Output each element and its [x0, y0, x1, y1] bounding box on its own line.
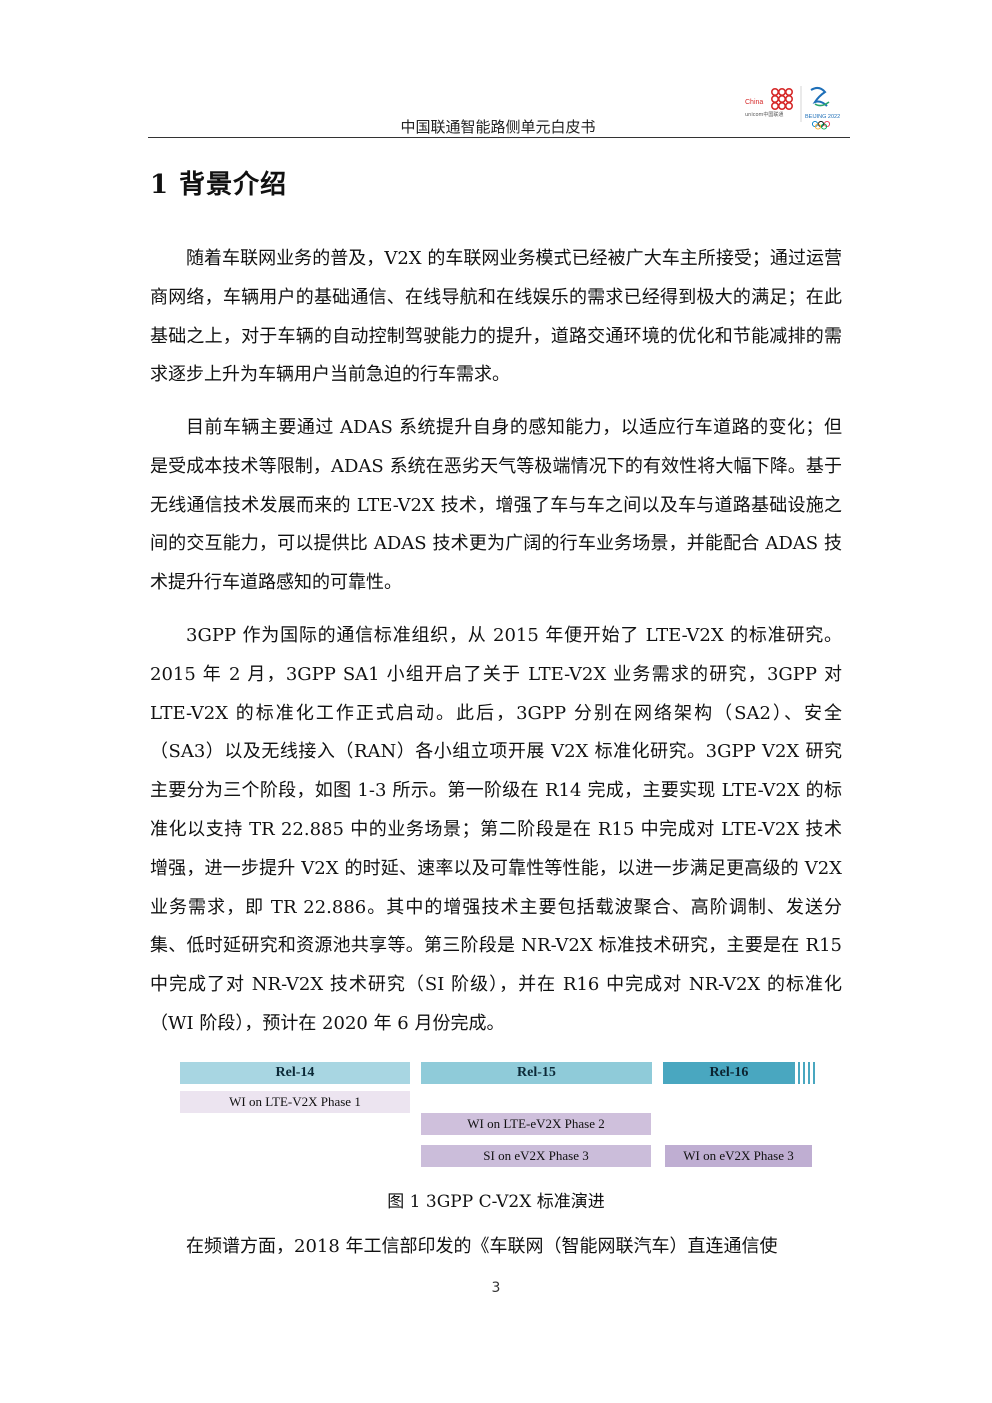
work-item-wi-lte-v2x-phase-1: WI on LTE-V2X Phase 1 — [180, 1091, 410, 1113]
release-bar-rel-15: Rel-15 — [421, 1062, 652, 1084]
beijing-emblem-icon — [810, 86, 828, 107]
release-stripe — [803, 1062, 805, 1084]
release-bar-rel-14: Rel-14 — [180, 1062, 410, 1084]
release-label: Rel-14 — [275, 1065, 315, 1080]
work-item-label: WI on LTE-eV2X Phase 2 — [467, 1116, 605, 1131]
section-title: 1 背景介绍 — [150, 170, 288, 200]
release-stripe — [808, 1062, 810, 1084]
china-unicom-logo-icon: China unicom中国联通 BEIJING 2022 — [745, 86, 840, 130]
release-stripe — [798, 1062, 800, 1084]
release-bar-rel-16: Rel-16 — [663, 1062, 795, 1084]
paragraph-4: 在频谱方面，2018 年工信部印发的《车联网（智能网联汽车）直连通信使 — [186, 1236, 778, 1257]
header-title: 中国联通智能路侧单元白皮书 — [400, 118, 596, 136]
release-stripe — [813, 1062, 815, 1084]
figure-caption: 图 1 3GPP C-V2X 标准演进 — [387, 1192, 605, 1212]
work-item-label: WI on eV2X Phase 3 — [683, 1148, 794, 1163]
work-item-si-ev2x-phase-3: SI on eV2X Phase 3 — [421, 1145, 651, 1167]
header-logos: China unicom中国联通 BEIJING 2022 — [745, 82, 845, 130]
release-label: Rel-16 — [709, 1065, 749, 1080]
paragraph-2: 目前车辆主要通过 ADAS 系统提升自身的感知能力，以适应行车道路的变化；但是受… — [150, 417, 842, 594]
work-item-wi-lte-ev2x-phase-2: WI on LTE-eV2X Phase 2 — [421, 1113, 651, 1135]
paragraph-1: 随着车联网业务的普及，V2X 的车联网业务模式已经被广大车主所接受；通过运营商网… — [150, 248, 842, 386]
header-divider — [148, 137, 850, 138]
release-label: Rel-15 — [517, 1065, 556, 1080]
olympic-rings-icon — [811, 120, 831, 130]
logo-unicom-text: unicom中国联通 — [745, 111, 783, 118]
work-item-label: WI on LTE-V2X Phase 1 — [229, 1094, 361, 1109]
logo-china-text: China — [745, 99, 763, 106]
work-item-label: SI on eV2X Phase 3 — [483, 1148, 589, 1163]
paragraph-3: 3GPP 作为国际的通信标准组织，从 2015 年便开始了 LTE-V2X 的标… — [150, 625, 842, 1034]
work-item-wi-ev2x-phase-3: WI on eV2X Phase 3 — [665, 1145, 812, 1167]
c-v2x-evolution-diagram: Rel-14 Rel-15 Rel-16 WI on LTE-V2X Phase… — [178, 1062, 818, 1172]
page-number: 3 — [491, 1280, 501, 1296]
logo-beijing-text: BEIJING 2022 — [805, 114, 840, 120]
